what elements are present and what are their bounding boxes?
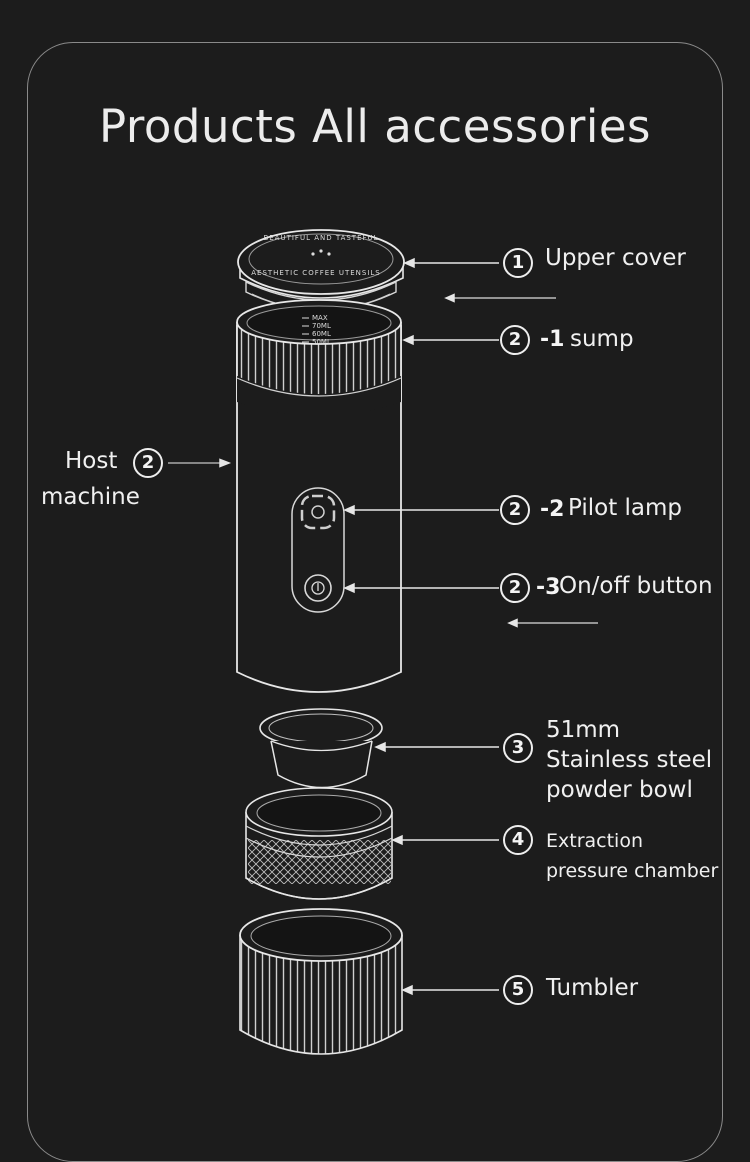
lid-text-top: BEAUTIFUL AND TASTEFUL xyxy=(263,234,378,242)
callout-number-2-1: 2 xyxy=(500,325,530,355)
label-chamber-line1: Extraction xyxy=(546,830,643,852)
callout-number-3: 3 xyxy=(503,733,533,763)
callout-suffix-1: -1 xyxy=(540,327,565,352)
callout-number-5: 5 xyxy=(503,975,533,1005)
cup-mark-50: 50ML xyxy=(312,338,331,346)
tumbler xyxy=(239,908,403,1055)
callout-number-4: 4 xyxy=(503,825,533,855)
label-bowl-line3: powder bowl xyxy=(546,777,693,803)
callout-number-1: 1 xyxy=(503,248,533,278)
label-host-line2: machine xyxy=(41,484,140,510)
upper-cover: BEAUTIFUL AND TASTEFUL AESTHETIC COFFEE … xyxy=(237,229,405,311)
page-title: Products All accessories xyxy=(99,100,651,153)
lid-text-bottom: AESTHETIC COFFEE UTENSILS xyxy=(251,269,381,277)
product-exploded-diagram: BEAUTIFUL AND TASTEFUL AESTHETIC COFFEE … xyxy=(168,229,598,1055)
label-upper-cover: Upper cover xyxy=(545,245,686,271)
callout-suffix-2: -2 xyxy=(540,497,565,522)
label-bowl-line2: Stainless steel xyxy=(546,747,713,773)
pilot-lamp-icon xyxy=(300,494,336,530)
label-bowl-line1: 51mm xyxy=(546,717,621,743)
leader-lines xyxy=(168,257,598,996)
cup-mark-max: MAX xyxy=(312,314,328,322)
cup-mark-60: 60ML xyxy=(312,330,331,338)
label-sump: sump xyxy=(570,326,634,352)
host-machine: MAX 70ML 60ML 50ML xyxy=(236,299,402,693)
power-button-icon xyxy=(304,574,332,602)
label-chamber-line2: pressure chamber xyxy=(546,860,719,882)
callout-number-2-3: 2 xyxy=(500,573,530,603)
pressure-chamber xyxy=(245,787,393,900)
label-pilot-lamp: Pilot lamp xyxy=(568,495,683,521)
label-host-line1: Host xyxy=(65,448,118,474)
label-on-off-button: On/off button xyxy=(559,573,713,599)
callout-suffix-3: -3 xyxy=(536,575,561,600)
label-tumbler: Tumbler xyxy=(546,975,639,1001)
powder-bowl xyxy=(259,708,383,789)
cup-mark-70: 70ML xyxy=(312,322,331,330)
callout-number-2-2: 2 xyxy=(500,495,530,525)
callout-number-2-host: 2 xyxy=(133,448,163,478)
